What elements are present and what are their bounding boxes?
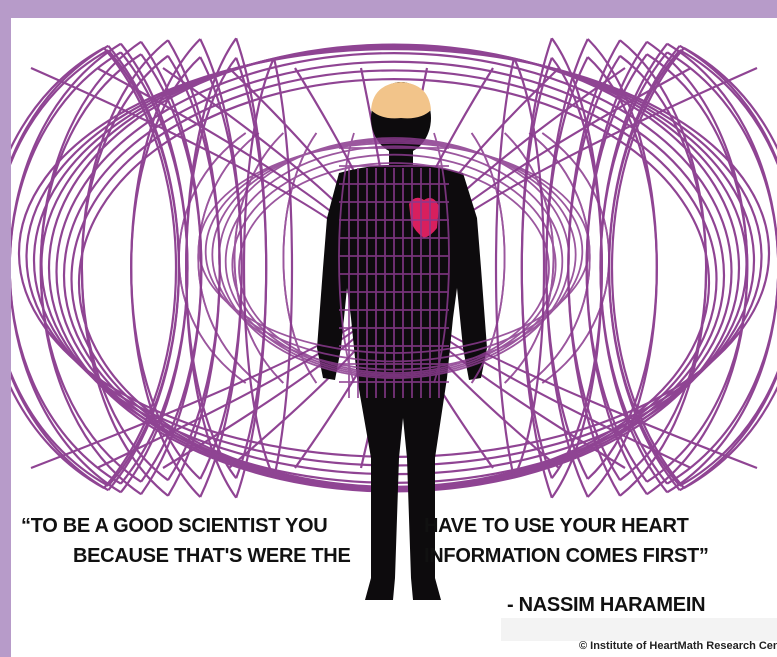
- mesh-meridian: [11, 46, 108, 490]
- quote-left-line-2: BECAUSE THAT'S WERE THE: [73, 545, 351, 568]
- quote-attribution: - NASSIM HARAMEIN: [507, 594, 705, 617]
- mesh-meridian: [680, 46, 777, 490]
- credit-backdrop: [501, 618, 777, 641]
- image-credit: © Institute of HeartMath Research Cente: [579, 640, 777, 652]
- quote-right-line-2: INFORMATION COMES FIRST”: [424, 545, 709, 568]
- quote-right-line-1: HAVE TO USE YOUR HEART: [424, 515, 689, 538]
- mesh-meridian: [680, 50, 777, 486]
- mesh-meridian: [11, 50, 108, 486]
- top-cropped-caption: [0, 0, 777, 18]
- quote-left-line-1: “TO BE A GOOD SCIENTIST YOU: [21, 515, 327, 538]
- heart-field-illustration: “TO BE A GOOD SCIENTIST YOU BECAUSE THAT…: [11, 18, 777, 657]
